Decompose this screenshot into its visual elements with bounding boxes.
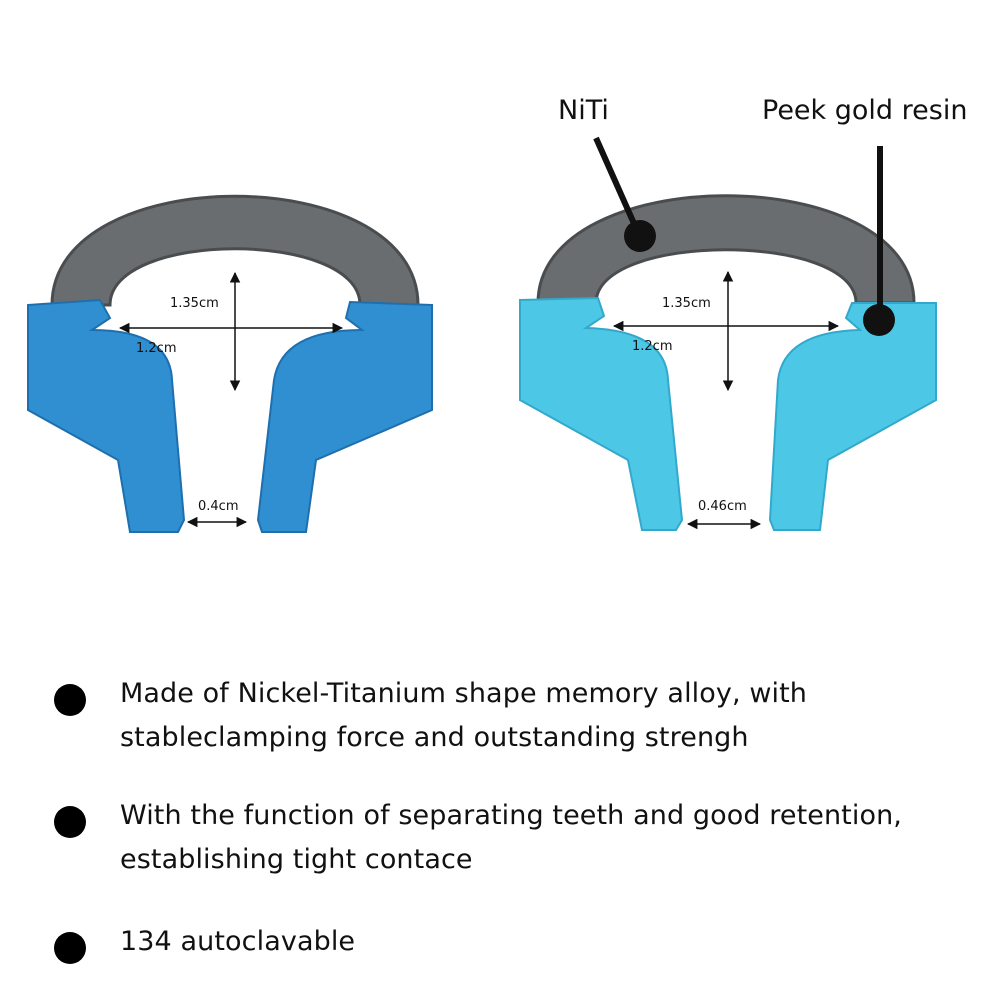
right-tine-right — [768, 302, 937, 531]
right-separator-ring: 1.35cm 1.2cm 0.46cm NiTi Peek gold resin — [519, 95, 967, 531]
product-illustration: 1.35cm 1.2cm 0.4cm 1.35cm 1.2cm 0.46cm N… — [27, 95, 967, 533]
feature-item: Made of Nickel-Titanium shape memory all… — [54, 672, 974, 760]
left-width-label: 1.2cm — [136, 341, 177, 356]
feature-item: 134 autoclavable — [54, 920, 974, 964]
feature-list: Made of Nickel-Titanium shape memory all… — [54, 672, 974, 964]
niti-callout-label: NiTi — [558, 95, 609, 126]
niti-callout-dot — [624, 220, 656, 252]
left-gap-label: 0.4cm — [198, 499, 239, 514]
niti-callout-line — [593, 136, 639, 230]
left-height-label: 1.35cm — [170, 296, 219, 311]
right-width-label: 1.2cm — [632, 339, 673, 354]
bullet-dot-icon — [54, 806, 86, 838]
right-gap-label: 0.46cm — [698, 499, 747, 514]
left-tine-right — [256, 300, 433, 533]
bullet-dot-icon — [54, 932, 86, 964]
feature-text: Made of Nickel-Titanium shape memory all… — [120, 678, 808, 753]
feature-text: With the function of separating teeth an… — [120, 800, 902, 875]
left-niti-ring — [50, 194, 420, 307]
left-tine-left — [27, 298, 186, 533]
feature-text: 134 autoclavable — [120, 926, 356, 957]
feature-item: With the function of separating teeth an… — [54, 794, 974, 882]
resin-callout-label: Peek gold resin — [762, 95, 967, 126]
resin-callout-dot — [863, 304, 895, 336]
right-tine-left — [519, 296, 684, 531]
right-niti-ring — [536, 194, 916, 305]
right-height-label: 1.35cm — [662, 296, 711, 311]
bullet-dot-icon — [54, 684, 86, 716]
left-separator-ring: 1.35cm 1.2cm 0.4cm — [27, 194, 433, 533]
